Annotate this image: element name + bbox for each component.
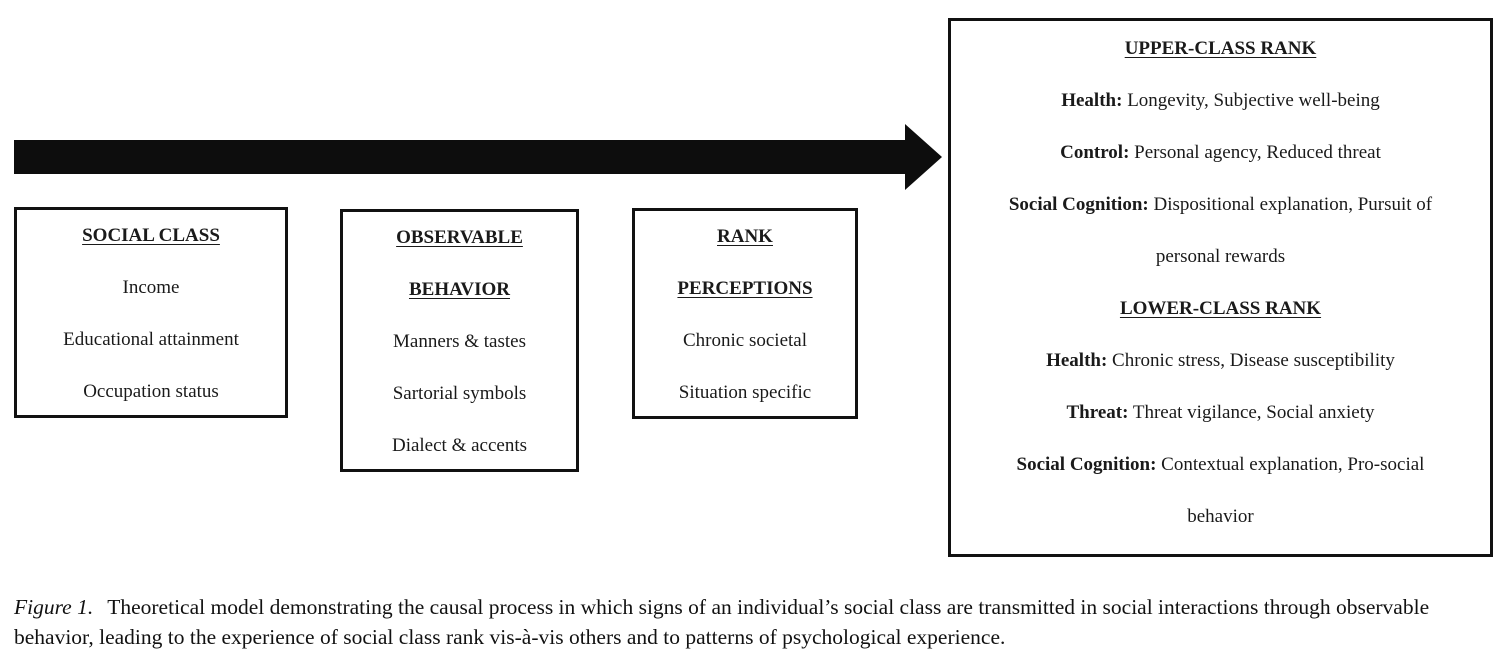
upper-class-outcome: Health: Longevity, Subjective well-being bbox=[951, 75, 1490, 127]
social-class-title: SOCIAL CLASS bbox=[82, 225, 220, 246]
outcome-text: Longevity, Subjective well-being bbox=[1127, 90, 1380, 111]
figure-caption-text: Theoretical model demonstrating the caus… bbox=[14, 595, 1430, 649]
observable-behavior-title: BEHAVIOR bbox=[408, 279, 510, 300]
upper-class-outcome: Social Cognition: Dispositional explanat… bbox=[951, 179, 1490, 231]
social-class-item: Income bbox=[122, 277, 180, 298]
rank-perceptions-title: RANK bbox=[717, 226, 773, 247]
social-class-item: Educational attainment bbox=[63, 329, 239, 350]
lower-class-outcome: Social Cognition: Contextual explanation… bbox=[951, 439, 1490, 491]
observable-behavior-title: OBSERVABLE bbox=[396, 227, 523, 248]
lower-class-outcome-continued: behavior bbox=[1187, 506, 1254, 527]
rank-perceptions-item: Situation specific bbox=[678, 382, 812, 403]
lower-class-outcome: Threat: Threat vigilance, Social anxiety bbox=[951, 387, 1490, 439]
observable-behavior-item: Manners & tastes bbox=[393, 331, 526, 352]
upper-class-rank-title: UPPER-CLASS RANK bbox=[1124, 38, 1317, 59]
outcome-label: Health: bbox=[1061, 90, 1123, 111]
social-class-item: Occupation status bbox=[83, 381, 219, 402]
outcome-label: Control: bbox=[1060, 142, 1130, 163]
figure-caption: Figure 1.Theoretical model demonstrating… bbox=[14, 592, 1504, 652]
outcome-text: Chronic stress, Disease susceptibility bbox=[1112, 350, 1395, 371]
outcome-text: Threat vigilance, Social anxiety bbox=[1132, 402, 1375, 423]
outcome-text: Personal agency, Reduced threat bbox=[1134, 142, 1381, 163]
causal-flow-arrow bbox=[14, 124, 942, 190]
outcome-label: Social Cognition: bbox=[1008, 194, 1149, 215]
rank-perceptions-item: Chronic societal bbox=[683, 330, 807, 351]
rank-perceptions-box: RANK PERCEPTIONS Chronic societal Situat… bbox=[632, 208, 858, 419]
observable-behavior-box: OBSERVABLE BEHAVIOR Manners & tastes Sar… bbox=[340, 209, 579, 472]
rank-perceptions-title: PERCEPTIONS bbox=[677, 278, 813, 299]
outcome-label: Health: bbox=[1046, 350, 1108, 371]
upper-class-outcome: Control: Personal agency, Reduced threat bbox=[951, 127, 1490, 179]
lower-class-outcome: Health: Chronic stress, Disease suscepti… bbox=[951, 335, 1490, 387]
figure-label: Figure 1. bbox=[14, 595, 94, 619]
observable-behavior-item: Sartorial symbols bbox=[392, 383, 527, 404]
outcome-text: Contextual explanation, Pro-social bbox=[1161, 454, 1425, 475]
observable-behavior-item: Dialect & accents bbox=[391, 435, 528, 456]
social-class-box: SOCIAL CLASS Income Educational attainme… bbox=[14, 207, 288, 418]
upper-class-outcome-continued: personal rewards bbox=[1155, 246, 1286, 267]
outcome-label: Threat: bbox=[1066, 402, 1129, 423]
class-rank-outcomes-box: UPPER-CLASS RANK Health: Longevity, Subj… bbox=[948, 18, 1493, 557]
outcome-label: Social Cognition: bbox=[1016, 454, 1157, 475]
outcome-text: Dispositional explanation, Pursuit of bbox=[1153, 194, 1433, 215]
lower-class-rank-title: LOWER-CLASS RANK bbox=[1119, 298, 1322, 319]
